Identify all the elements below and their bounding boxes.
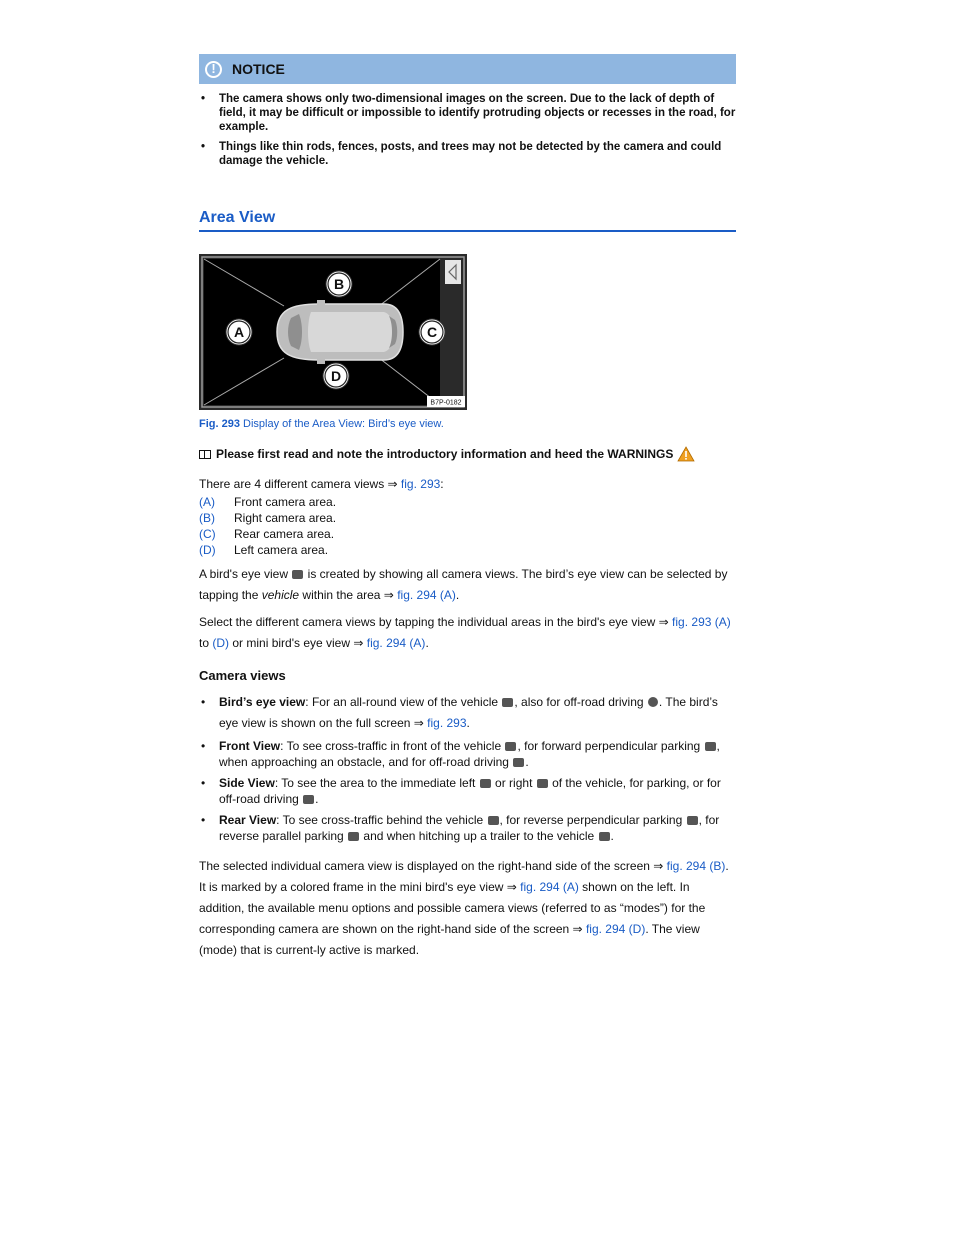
camera-zone-a[interactable]: A xyxy=(225,318,253,346)
menu-tab[interactable] xyxy=(445,260,461,284)
list-item: • The camera shows only two-dimensional … xyxy=(199,92,736,134)
offroad-icon xyxy=(647,697,658,707)
list-item: • Front View: To see cross-traffic in fr… xyxy=(199,738,736,770)
intro-text: There are 4 different camera views ⇒ xyxy=(199,477,401,491)
fig-293a-link[interactable]: fig. 293 (A) xyxy=(672,615,731,629)
left-side-icon xyxy=(479,779,491,788)
bullet-icon: • xyxy=(201,813,206,827)
front-view-text: Front View: To see cross-traffic in fron… xyxy=(219,739,720,769)
list-item: • Rear View: To see cross-traffic behind… xyxy=(199,812,736,844)
view-text-d: Left camera area. xyxy=(234,543,329,557)
list-item: (A) Front camera area. xyxy=(199,494,736,510)
car-shape[interactable] xyxy=(276,300,404,364)
birds-eye-icon xyxy=(292,570,304,579)
warning-triangle-icon xyxy=(677,446,696,462)
view-text-a: Front camera area. xyxy=(234,495,337,509)
label-b: B xyxy=(334,276,344,292)
rear-cross-traffic-icon xyxy=(487,816,499,825)
bullet-icon: • xyxy=(201,141,206,153)
bullet-icon: • xyxy=(201,93,206,105)
fig-293-link-2[interactable]: fig. 293 xyxy=(427,716,467,730)
fig-294a-link-3[interactable]: fig. 294 (A) xyxy=(520,880,579,894)
fig-294b-link[interactable]: fig. 294 (B) xyxy=(666,859,726,873)
fig-294a-link-2[interactable]: fig. 294 (A) xyxy=(366,636,426,650)
read-first-note: Please first read and note the introduct… xyxy=(199,446,736,462)
manual-page: ! NOTICE • The camera shows only two-dim… xyxy=(199,54,736,961)
view-key-a: (A) xyxy=(199,495,215,509)
area-view-figure: A B C D B7P-0182 xyxy=(199,254,467,410)
camera-zone-b[interactable]: B xyxy=(325,270,353,298)
birds-eye-diagram: A B C D B7P-0182 xyxy=(199,254,467,410)
list-item: • Things like thin rods, fences, posts, … xyxy=(199,140,736,168)
book-icon xyxy=(199,449,211,459)
reverse-perpendicular-parking-icon xyxy=(686,816,698,825)
birds-eye-paragraph: A bird's eye view is created by showing … xyxy=(199,567,728,602)
read-first-text: Please first read and note the introduct… xyxy=(216,447,674,461)
select-views-paragraph: Select the different camera views by tap… xyxy=(199,615,731,650)
view-key-d: (D) xyxy=(199,543,216,557)
view-text-c: Rear camera area. xyxy=(234,527,335,541)
label-d: D xyxy=(331,368,341,384)
camera-views-heading: Camera views xyxy=(199,668,286,683)
notice-item-1: The camera shows only two-dimensional im… xyxy=(219,93,736,133)
side-offroad-icon xyxy=(303,795,315,804)
list-item: • Side View: To see the area to the imme… xyxy=(199,775,736,807)
view-text-b: Right camera area. xyxy=(234,511,337,525)
birds-eye-view-text: Bird’s eye view: For an all-round view o… xyxy=(219,695,718,730)
side-view-text: Side View: To see the area to the immedi… xyxy=(219,776,721,806)
list-item: (B) Right camera area. xyxy=(199,510,736,526)
intro-paragraph: There are 4 different camera views ⇒ fig… xyxy=(199,476,736,492)
perpendicular-parking-icon xyxy=(704,742,716,751)
arrow-left-icon xyxy=(448,263,457,281)
camera-zone-d[interactable]: D xyxy=(322,362,350,390)
fig-293-link[interactable]: fig. 293 xyxy=(400,477,441,491)
bullet-icon: • xyxy=(201,776,206,790)
notice-header: ! NOTICE xyxy=(199,54,736,84)
front-offroad-icon xyxy=(513,758,525,767)
fig-294d-link[interactable]: fig. 294 (D) xyxy=(585,922,646,936)
exclamation-icon: ! xyxy=(205,60,222,78)
figure-caption: Fig. 293 Display of the Area View: Bird’… xyxy=(199,416,736,432)
notice-item-2: Things like thin rods, fences, posts, an… xyxy=(219,141,722,167)
intro-colon: : xyxy=(440,477,444,491)
caption-text: Display of the Area View: Bird’s eye vie… xyxy=(239,418,444,430)
bullet-icon: • xyxy=(201,739,206,753)
label-c: C xyxy=(427,324,437,340)
caption-number: Fig. 293 xyxy=(199,418,240,430)
rear-view-text: Rear View: To see cross-traffic behind t… xyxy=(219,813,720,843)
figure-code: B7P-0182 xyxy=(430,400,461,407)
list-item: (D) Left camera area. xyxy=(199,542,736,558)
view-key-c: (C) xyxy=(199,527,216,541)
reverse-parallel-parking-icon xyxy=(348,832,360,841)
right-side-icon xyxy=(536,779,548,788)
camera-zone-c[interactable]: C xyxy=(418,318,446,346)
trailer-hitch-icon xyxy=(598,832,610,841)
camera-areas-list: (A) Front camera area. (B) Right camera … xyxy=(199,494,736,558)
notice-title: NOTICE xyxy=(232,61,285,77)
fig-294a-link[interactable]: fig. 294 (A) xyxy=(397,588,456,602)
label-a: A xyxy=(234,324,244,340)
birds-eye-icon xyxy=(502,698,514,707)
fig-293d-link[interactable]: (D) xyxy=(212,636,230,650)
bullet-icon: • xyxy=(201,695,206,709)
view-key-b: (B) xyxy=(199,511,215,525)
list-item: • Bird’s eye view: For an all-round view… xyxy=(199,692,736,734)
selected-view-paragraph: The selected individual camera view is d… xyxy=(199,859,729,957)
list-item: (C) Rear camera area. xyxy=(199,526,736,542)
notice-list: • The camera shows only two-dimensional … xyxy=(199,92,736,168)
front-cross-traffic-icon xyxy=(505,742,517,751)
vehicle-term: vehicle xyxy=(261,588,300,602)
section-title: Area View xyxy=(199,210,736,232)
